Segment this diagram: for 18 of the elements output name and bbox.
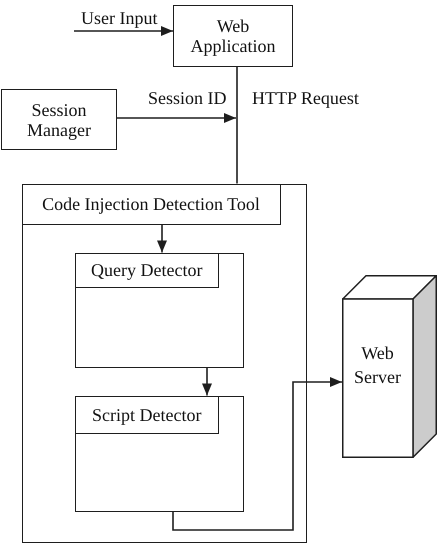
arrow [172, 377, 342, 531]
detector-title: Script Detector [76, 396, 219, 434]
detector-box [74, 396, 244, 512]
box-label: Code Injection Detection Tool [42, 194, 260, 214]
arrow [202, 368, 212, 396]
arrow [117, 113, 236, 123]
detector-title: Query Detector [76, 254, 219, 288]
tool-frame [22, 184, 307, 543]
detector-box [74, 252, 244, 368]
connector-line [236, 67, 238, 184]
arrow [157, 224, 167, 252]
box-label: Web Application [190, 16, 276, 56]
header-box [22, 184, 280, 224]
arrow [74, 26, 173, 36]
box-label: Session Manager [26, 100, 92, 140]
process-box [1, 89, 117, 150]
process-box [173, 5, 293, 67]
box-label: Web Server [353, 342, 402, 389]
